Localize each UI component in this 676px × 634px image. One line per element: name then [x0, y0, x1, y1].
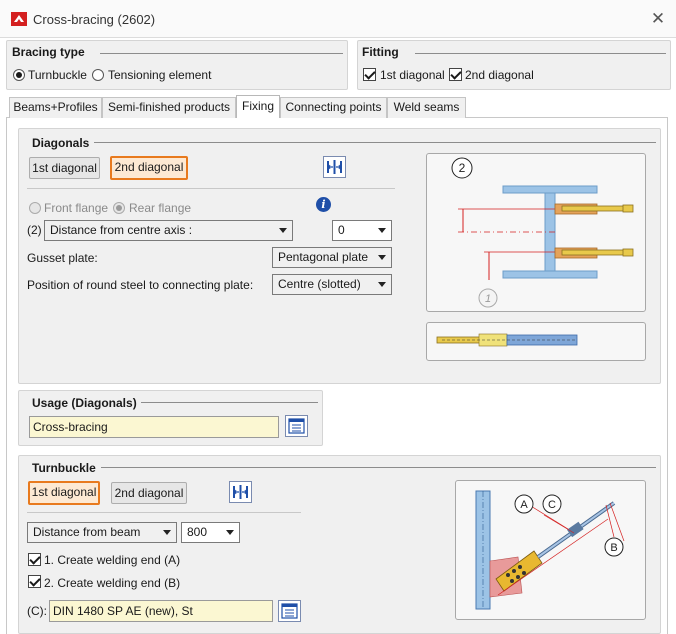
diagonals-title: Diagonals [32, 136, 94, 150]
tab-semi-finished-products[interactable]: Semi-finished products [102, 97, 236, 118]
marker-2-label: 2 [459, 161, 466, 175]
radio-turnbuckle[interactable] [13, 69, 25, 81]
turnbuckle-title: Turnbuckle [32, 461, 100, 475]
chevron-down-icon [279, 228, 287, 233]
turnbuckle-detail-diagram: A C B [475, 490, 625, 610]
turnbuckle-distance-value-select[interactable]: 800 [181, 522, 240, 543]
diagonals-2nd-diagonal-button[interactable]: 2nd diagonal [110, 156, 188, 180]
radio-front-flange-label: Front flange [44, 201, 109, 215]
tab-beams-profiles[interactable]: Beams+Profiles [9, 97, 102, 118]
diagonals-diagram: 2 1 [426, 153, 646, 312]
marker-c-label: C [548, 499, 556, 511]
check-2nd-diagonal-label: 2nd diagonal [465, 68, 534, 82]
check-welding-end-a[interactable] [28, 553, 41, 566]
radio-front-flange[interactable] [29, 202, 41, 214]
gusset-plate-value: Pentagonal plate [278, 250, 369, 264]
chevron-down-icon [378, 255, 386, 260]
distance-type-select[interactable]: Distance from centre axis : [44, 220, 293, 241]
diagonals-1st-diagonal-button[interactable]: 1st diagonal [29, 157, 100, 179]
distance-value-select[interactable]: 0 [332, 220, 392, 241]
usage-title: Usage (Diagonals) [32, 396, 141, 410]
separator [27, 512, 301, 513]
marker-a-label: A [520, 499, 528, 511]
check-welding-end-b-label: 2. Create welding end (B) [44, 576, 181, 590]
tab-connecting-points[interactable]: Connecting points [280, 97, 387, 118]
chevron-down-icon [378, 228, 386, 233]
usage-catalog-button[interactable] [285, 415, 308, 437]
distance-type-value: Distance from centre axis : [50, 223, 193, 237]
radio-turnbuckle-label: Turnbuckle [28, 68, 87, 82]
position-round-steel-label: Position of round steel to connecting pl… [27, 278, 254, 292]
divider [100, 53, 343, 54]
beam-section-diagram: 2 1 [451, 157, 634, 308]
marker-b-label: B [610, 542, 617, 554]
fitting-title: Fitting [362, 45, 403, 59]
mirror-button[interactable] [323, 156, 346, 178]
chevron-down-icon [378, 282, 386, 287]
separator [27, 188, 395, 189]
turnbuckle-1st-diagonal-button[interactable]: 1st diagonal [28, 481, 100, 505]
gusset-plate-select[interactable]: Pentagonal plate [272, 247, 392, 268]
divider [415, 53, 666, 54]
distance-value: 0 [338, 223, 345, 237]
c-label: (C): [27, 604, 47, 618]
turnbuckle-distance-type-value: Distance from beam [33, 525, 141, 539]
close-button[interactable]: ✕ [646, 8, 670, 30]
turnbuckle-diagram: A C B [455, 480, 646, 620]
rod-side-view [436, 333, 578, 347]
check-1st-diagonal[interactable] [363, 68, 376, 81]
gusset-plate-label: Gusset plate: [27, 251, 98, 265]
info-icon[interactable]: i [316, 197, 331, 212]
mirror-icon [327, 160, 342, 174]
app-logo-icon [11, 12, 27, 26]
divider [101, 467, 656, 468]
diagonal-2-prefix: (2) [27, 223, 42, 237]
turnbuckle-2nd-diagonal-button[interactable]: 2nd diagonal [111, 482, 187, 504]
tab-fixing[interactable]: Fixing [236, 95, 280, 118]
radio-tensioning-element-label: Tensioning element [108, 68, 212, 82]
radio-rear-flange[interactable] [113, 202, 125, 214]
turnbuckle-distance-value: 800 [187, 525, 208, 539]
check-welding-end-b[interactable] [28, 575, 41, 588]
position-round-steel-value: Centre (slotted) [278, 277, 361, 291]
divider [94, 142, 656, 143]
check-welding-end-a-label: 1. Create welding end (A) [44, 553, 181, 567]
usage-input[interactable]: Cross-bracing [29, 416, 279, 438]
catalog-icon [288, 418, 305, 434]
c-input[interactable]: DIN 1480 SP AE (new), St [49, 600, 273, 622]
chevron-down-icon [226, 530, 234, 535]
turnbuckle-mirror-button[interactable] [229, 481, 252, 503]
tab-weld-seams[interactable]: Weld seams [387, 97, 466, 118]
bracing-type-title: Bracing type [12, 45, 89, 59]
turnbuckle-distance-type-select[interactable]: Distance from beam [27, 522, 177, 543]
c-catalog-button[interactable] [278, 600, 301, 622]
marker-1-label: 1 [485, 293, 491, 305]
radio-tensioning-element[interactable] [92, 69, 104, 81]
catalog-icon [281, 603, 298, 619]
window-title: Cross-bracing (2602) [33, 12, 156, 27]
fitting-panel [357, 40, 671, 90]
radio-rear-flange-label: Rear flange [129, 201, 192, 215]
position-round-steel-select[interactable]: Centre (slotted) [272, 274, 392, 295]
close-icon: ✕ [650, 9, 666, 28]
mirror-icon [233, 485, 248, 499]
title-bar: Cross-bracing (2602) ✕ [0, 0, 676, 38]
divider [140, 402, 318, 403]
check-1st-diagonal-label: 1st diagonal [380, 68, 445, 82]
rod-side-diagram [426, 322, 646, 361]
check-2nd-diagonal[interactable] [449, 68, 462, 81]
chevron-down-icon [163, 530, 171, 535]
